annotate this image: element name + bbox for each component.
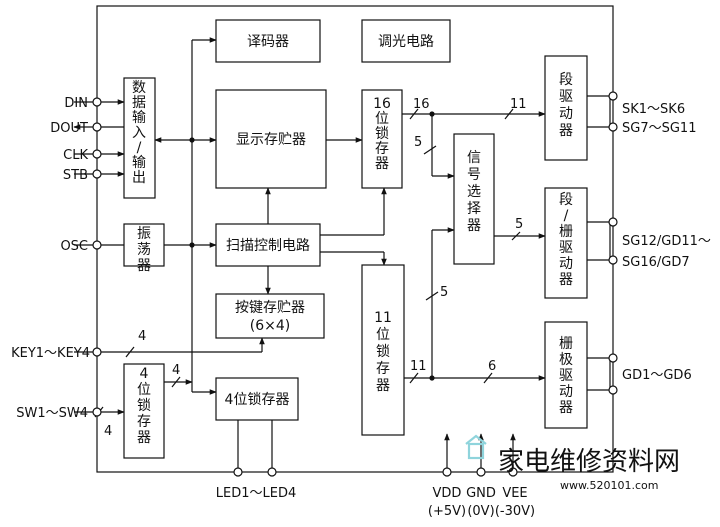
gd-pin — [608, 353, 618, 363]
vee-label: VEE — [502, 486, 527, 501]
seg-driver-label: 段驱动器 — [559, 72, 573, 139]
vee-pin — [508, 467, 518, 477]
dimming-block — [361, 19, 451, 63]
stb-label: STB — [63, 168, 88, 183]
bus-width-label: 11 — [510, 97, 527, 112]
watermark-text: 家电维修资料网 — [498, 447, 680, 477]
sg-pin — [608, 122, 618, 132]
led-label: LED1～LED4 — [216, 486, 296, 501]
sg16-pin — [608, 255, 618, 265]
vee-voltage-label: (-30V) — [495, 504, 535, 519]
scan-control-label: 扫描控制电路 — [226, 238, 310, 254]
display-memory-label: 显示存贮器 — [236, 132, 306, 148]
bus-width-label: 5 — [515, 217, 523, 232]
seg-grid-driver-label: 段/栅驱动器 — [559, 192, 573, 288]
watermark: 家电维修资料网 www.520101.com — [465, 434, 680, 492]
bus-junction — [429, 111, 435, 117]
data-io-label: 数据输入/输出 — [132, 80, 146, 186]
bus-width-label: 4 — [172, 363, 180, 378]
dout-label: DOUT — [50, 121, 88, 136]
bus-width-label: 16 — [413, 97, 430, 112]
key-memory-label: 按键存贮器 — [235, 300, 305, 316]
bus-width-label: 4 — [138, 329, 146, 344]
latch4-led-block — [215, 377, 299, 421]
vdd-label: VDD — [433, 486, 462, 501]
din-label: DIN — [64, 96, 88, 111]
bus-width-label: 4 — [104, 424, 112, 439]
sk1-sk6-label: SK1～SK6 — [622, 102, 685, 117]
signal-selector-label: 信号选择器 — [467, 150, 481, 234]
vdd-voltage-label: (+5V) — [428, 504, 466, 519]
led-pin — [233, 467, 243, 477]
sw-pin — [92, 407, 102, 417]
watermark-url: www.520101.com — [560, 479, 658, 492]
key-pin — [92, 347, 102, 357]
bus-width-label: 6 — [488, 359, 496, 374]
sg12-gd11-label: SG12/GD11～ — [622, 234, 711, 249]
gnd-voltage-label: (0V) — [467, 504, 494, 519]
gnd-label: GND — [466, 486, 496, 501]
osc-label: OSC — [60, 239, 88, 254]
sw-label: SW1～SW4 — [16, 406, 88, 421]
decoder-label: 译码器 — [247, 34, 289, 50]
clk-label: CLK — [63, 148, 88, 163]
house-logo-icon — [465, 434, 487, 460]
sg12-pin — [608, 217, 618, 227]
bus-width-label: 11 — [410, 359, 427, 374]
gd1-gd6-label: GD1～GD6 — [622, 368, 692, 383]
stb-pin — [92, 169, 102, 179]
latch4-led-label: 4位锁存器 — [225, 392, 290, 408]
key-memory-size-label: (6×4) — [250, 318, 290, 334]
bus-junction — [429, 375, 435, 381]
sg7-sg11-label: SG7～SG11 — [622, 121, 696, 136]
sg16-gd7-label: SG16/GD7 — [622, 255, 690, 270]
gd-pin — [608, 385, 618, 395]
vdd-pin — [442, 467, 452, 477]
sk-pin — [608, 91, 618, 101]
seg-grid-driver-block — [544, 187, 588, 299]
bus-junction — [189, 242, 195, 248]
signal-selector-block — [453, 133, 495, 265]
seg-driver-block — [544, 55, 588, 161]
din-pin — [92, 97, 102, 107]
chip-outline — [96, 5, 614, 473]
key-label: KEY1～KEY4 — [11, 346, 90, 361]
dimming-label: 调光电路 — [378, 34, 434, 50]
bus-width-label: 5 — [440, 285, 448, 300]
grid-driver-label: 栅极驱动器 — [559, 336, 573, 416]
osc-pin — [92, 240, 102, 250]
dout-pin — [92, 122, 102, 132]
gnd-pin — [476, 467, 486, 477]
bus-junction — [189, 137, 195, 143]
bus-width-label: 5 — [414, 135, 422, 150]
led-pin — [267, 467, 277, 477]
oscillator-label: 振荡器 — [137, 226, 151, 274]
grid-driver-block — [544, 321, 588, 429]
clk-pin — [92, 149, 102, 159]
